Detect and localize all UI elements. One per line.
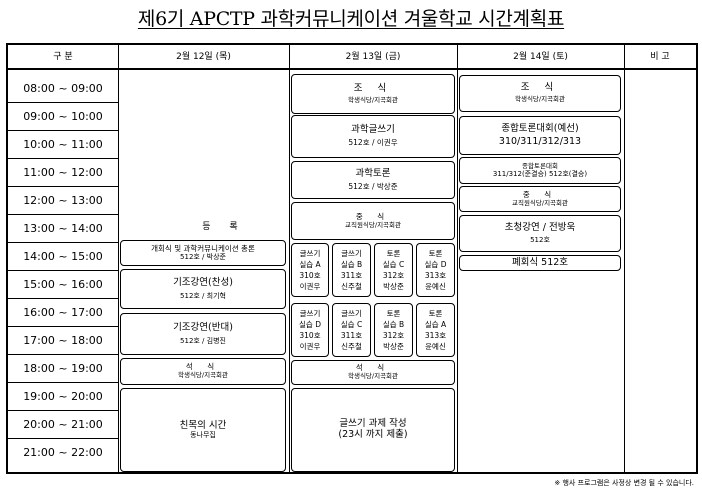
time-slot: 16:00 ~ 17:00 — [8, 299, 118, 327]
keynote-pro: 기조강연(찬성) 512호 / 최기혁 — [120, 269, 286, 309]
schedule-table: 구 분 2월 12일 (목) 2월 13일 (금) 2월 14일 (토) 비 고… — [6, 43, 698, 474]
time-slot: 08:00 ~ 09:00 — [8, 75, 118, 103]
science-writing: 과학글쓰기 512호 / 이권우 — [291, 115, 455, 158]
day2-breakfast: 조 식 학생식당/지곡회관 — [291, 74, 455, 114]
header-day3: 2월 14일 (토) — [457, 45, 624, 69]
day1-dinner: 석 식 학생식당/지곡회관 — [120, 358, 286, 385]
opening-ceremony: 개회식 및 과학커뮤니케이션 총론 512호 / 박상준 — [120, 240, 286, 266]
time-slot: 15:00 ~ 16:00 — [8, 271, 118, 299]
column-divider — [457, 45, 458, 472]
time-slot: 11:00 ~ 12:00 — [8, 159, 118, 187]
writing-assignment: 글쓰기 과제 작성 (23시 까지 제출) — [291, 388, 455, 472]
header-division: 구 분 — [8, 45, 118, 69]
day2-dinner: 석 식 학생식당/지곡회관 — [291, 360, 455, 385]
science-debate: 과학토론 512호 / 박상준 — [291, 161, 455, 199]
day3-breakfast: 조 식 학생식당/지곡회관 — [459, 75, 621, 112]
time-slot: 13:00 ~ 14:00 — [8, 215, 118, 243]
invited-lecture: 초청강연 / 전방욱 512호 — [459, 215, 621, 252]
debate-preliminary: 종합토론대회(예선) 310/311/312/313 — [459, 116, 621, 155]
time-slot: 14:00 ~ 15:00 — [8, 243, 118, 271]
column-divider — [289, 45, 290, 472]
registration-label: 등 록 — [202, 222, 246, 232]
keynote-con: 기조강연(반대) 512호 / 김병진 — [120, 313, 286, 355]
debate-final: 종합토론대회 311/312(준결승) 512호(결승) — [459, 157, 621, 184]
time-slot: 17:00 ~ 18:00 — [8, 327, 118, 355]
column-divider — [118, 45, 119, 472]
time-slot: 20:00 ~ 21:00 — [8, 411, 118, 439]
time-slot: 19:00 ~ 20:00 — [8, 383, 118, 411]
time-slot: 12:00 ~ 13:00 — [8, 187, 118, 215]
time-slot: 18:00 ~ 19:00 — [8, 355, 118, 383]
footnote: ※ 행사 프로그램은 사정상 변경 될 수 있습니다. — [554, 479, 694, 487]
closing-ceremony: 폐회식 512호 — [459, 255, 621, 271]
day3-lunch: 중 식 교직원식당/지곡회관 — [459, 186, 621, 212]
header-day1: 2월 12일 (목) — [118, 45, 289, 69]
header-day2: 2월 13일 (금) — [289, 45, 457, 69]
social-time: 친목의 시간 동나무집 — [120, 388, 286, 472]
column-divider — [624, 45, 625, 472]
header-remarks: 비 고 — [624, 45, 696, 69]
time-slot: 09:00 ~ 10:00 — [8, 103, 118, 131]
time-slot: 10:00 ~ 11:00 — [8, 131, 118, 159]
page-title: 제6기 APCTP 과학커뮤니케이션 겨울학교 시간계획표 — [137, 8, 565, 30]
day2-lunch: 중 식 교직원식당/지곡회관 — [291, 202, 455, 240]
time-slot: 21:00 ~ 22:00 — [23, 446, 103, 459]
